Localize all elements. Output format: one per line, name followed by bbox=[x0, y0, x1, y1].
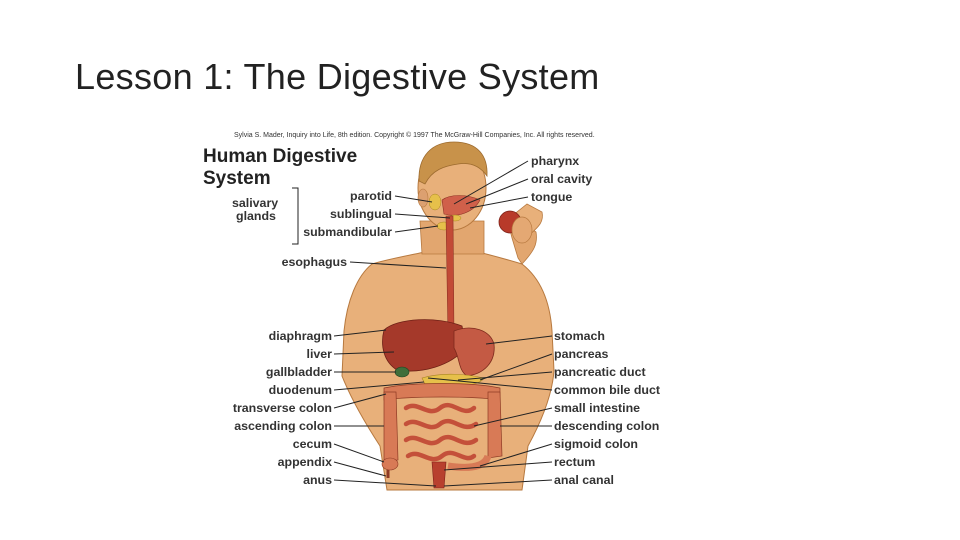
digestive-system-figure: Sylvia S. Mader, Inquiry into Life, 8th … bbox=[203, 126, 672, 491]
ascending-colon bbox=[383, 391, 399, 463]
left-leader-lines bbox=[333, 195, 451, 487]
sigmoid-colon bbox=[447, 454, 492, 471]
label-parotid: parotid bbox=[350, 189, 392, 203]
right-labels: pharynx oral cavity tongue stomach pancr… bbox=[531, 154, 660, 487]
label-salivary-line2: glands bbox=[236, 209, 276, 223]
label-small-intestine: small intestine bbox=[554, 401, 640, 415]
label-gallbladder: gallbladder bbox=[266, 365, 332, 379]
label-rectum: rectum bbox=[554, 455, 595, 469]
label-stomach: stomach bbox=[554, 329, 605, 343]
digestive-diagram: Sylvia S. Mader, Inquiry into Life, 8th … bbox=[203, 131, 660, 491]
copyright-text: Sylvia S. Mader, Inquiry into Life, 8th … bbox=[234, 131, 595, 139]
cecum bbox=[381, 457, 399, 471]
label-appendix: appendix bbox=[278, 455, 332, 469]
label-common-bile-duct: common bile duct bbox=[554, 383, 660, 397]
label-transverse-colon: transverse colon bbox=[233, 401, 332, 415]
label-cecum: cecum bbox=[293, 437, 332, 451]
salivary-bracket bbox=[292, 187, 299, 245]
label-duodenum: duodenum bbox=[269, 383, 332, 397]
label-anus: anus bbox=[303, 473, 332, 487]
label-pancreas: pancreas bbox=[554, 347, 609, 361]
gallbladder bbox=[394, 366, 410, 378]
left-labels: parotid sublingual submandibular esophag… bbox=[233, 189, 392, 487]
label-salivary-line1: salivary bbox=[232, 196, 278, 210]
figure-title-line2: System bbox=[203, 168, 271, 189]
stomach bbox=[453, 327, 495, 377]
slide-title: Lesson 1: The Digestive System bbox=[75, 56, 600, 97]
liver bbox=[382, 319, 467, 372]
label-submandibular: submandibular bbox=[303, 225, 392, 239]
label-liver: liver bbox=[307, 347, 333, 361]
label-esophagus: esophagus bbox=[282, 255, 348, 269]
label-pharynx: pharynx bbox=[531, 154, 579, 168]
label-tongue: tongue bbox=[531, 190, 572, 204]
label-diaphragm: diaphragm bbox=[269, 329, 332, 343]
hand bbox=[511, 216, 533, 244]
label-ascending-colon: ascending colon bbox=[234, 419, 332, 433]
descending-colon bbox=[487, 391, 503, 459]
human-body-illustration bbox=[341, 141, 555, 491]
label-sublingual: sublingual bbox=[330, 207, 392, 221]
label-sigmoid-colon: sigmoid colon bbox=[554, 437, 638, 451]
rectum bbox=[431, 461, 447, 489]
hair bbox=[418, 141, 488, 185]
right-leader-lines bbox=[427, 160, 553, 487]
label-anal-canal: anal canal bbox=[554, 473, 614, 487]
small-intestine bbox=[403, 402, 479, 462]
label-oral-cavity: oral cavity bbox=[531, 172, 592, 186]
label-descending-colon: descending colon bbox=[554, 419, 659, 433]
ear bbox=[417, 188, 429, 208]
figure-title-line1: Human Digestive bbox=[203, 146, 357, 167]
label-pancreatic-duct: pancreatic duct bbox=[554, 365, 646, 379]
